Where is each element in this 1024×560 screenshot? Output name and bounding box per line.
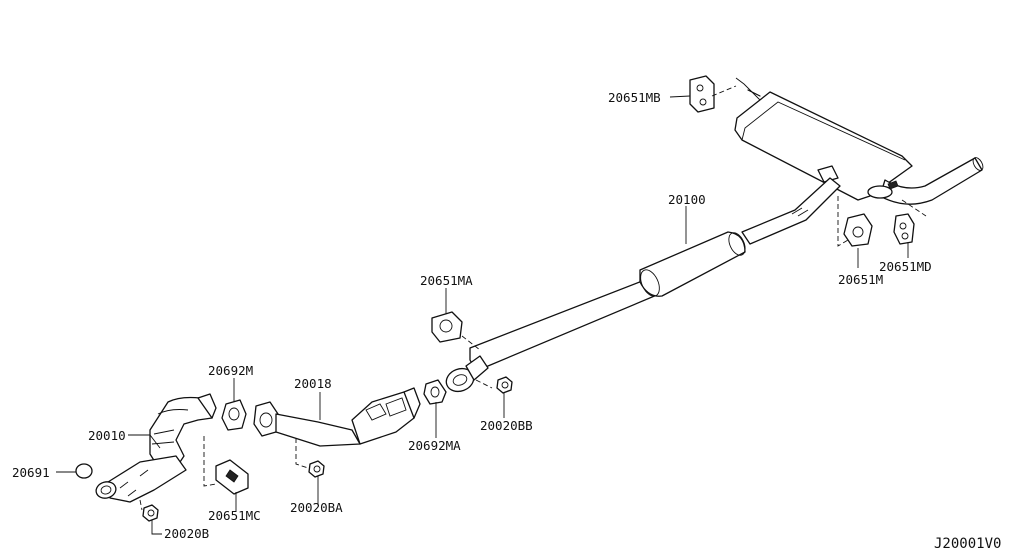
rubber-mount-20651MA bbox=[431, 311, 463, 343]
label-20100: 20100 bbox=[668, 192, 706, 207]
gasket-20692MA bbox=[423, 379, 447, 405]
rubber-mount-20651MD bbox=[893, 213, 915, 245]
nut-20020B bbox=[142, 504, 159, 522]
rubber-mount-20651MB bbox=[689, 75, 715, 113]
label-20010: 20010 bbox=[88, 428, 126, 443]
label-20020B: 20020B bbox=[164, 526, 209, 541]
exhaust-manifold-drawing bbox=[95, 393, 217, 503]
diagram-reference-code: J20001V0 bbox=[934, 536, 1001, 552]
leader-lines bbox=[56, 95, 909, 535]
rubber-mount-20651M bbox=[843, 213, 873, 247]
label-20651M: 20651M bbox=[838, 272, 883, 287]
center-pipe-drawing bbox=[445, 177, 841, 393]
label-20651MC: 20651MC bbox=[208, 508, 261, 523]
label-20020BB: 20020BB bbox=[480, 418, 533, 433]
label-20018: 20018 bbox=[294, 376, 332, 391]
rubber-mount-20651MC bbox=[215, 459, 249, 495]
nut-20020BA bbox=[308, 460, 325, 478]
label-20651MD: 20651MD bbox=[879, 259, 932, 274]
label-20651MA: 20651MA bbox=[420, 273, 473, 288]
nut-20020BB bbox=[496, 376, 513, 394]
assembly-dashed-lines bbox=[139, 85, 927, 511]
gasket-20692M bbox=[221, 399, 247, 431]
part-labels: 20651MB 20100 20651M 20651MD 20651MA 206… bbox=[12, 90, 932, 541]
label-20020BA: 20020BA bbox=[290, 500, 343, 515]
label-20692M: 20692M bbox=[208, 363, 253, 378]
label-20692MA: 20692MA bbox=[408, 438, 461, 453]
front-tube-catalyst-drawing bbox=[253, 387, 421, 447]
label-20651MB: 20651MB bbox=[608, 90, 661, 105]
label-20691: 20691 bbox=[12, 465, 50, 480]
o-ring-20691 bbox=[75, 463, 93, 479]
main-muffler-drawing bbox=[734, 77, 984, 205]
